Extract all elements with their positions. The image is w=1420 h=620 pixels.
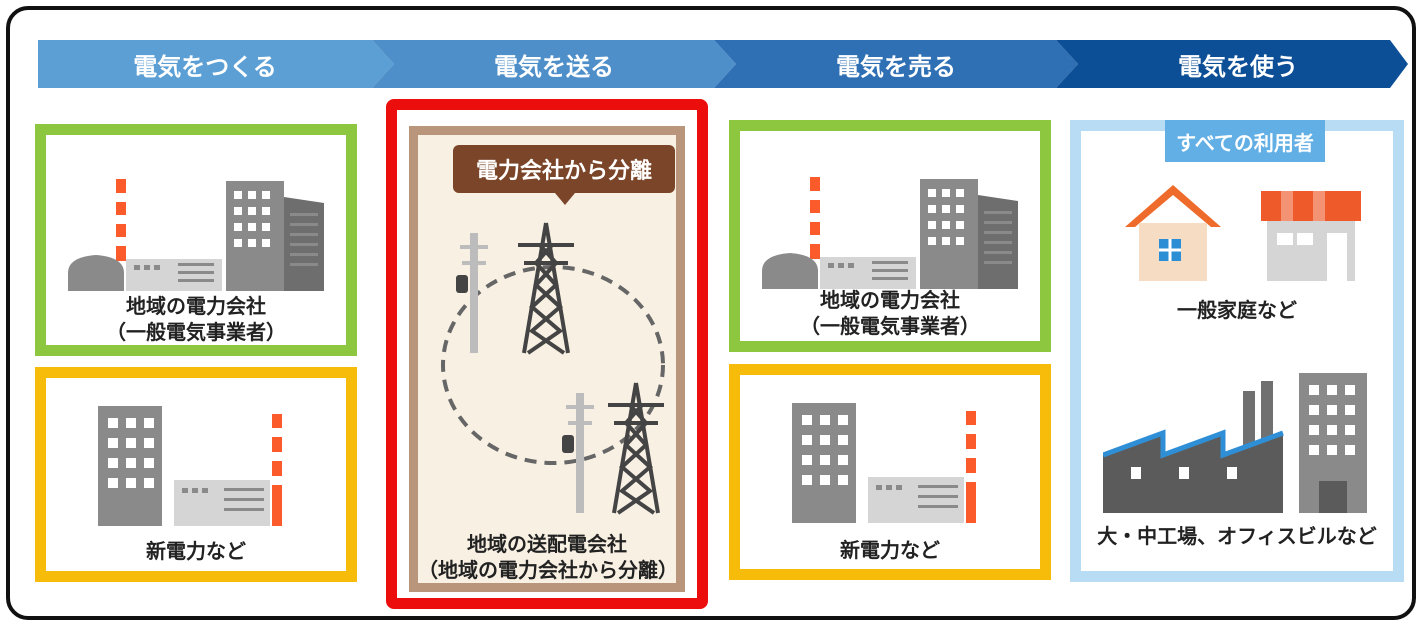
- gen-newcomer-label: 新電力など: [146, 539, 246, 563]
- gen-incumbent-panel: 地域の電力会社 （一般電気事業者）: [35, 124, 357, 356]
- retail-incumbent-panel: 地域の電力会社 （一般電気事業者）: [729, 120, 1051, 352]
- retail-incumbent-line1: 地域の電力会社: [820, 288, 960, 312]
- step-transmit: 電気を送る: [494, 52, 614, 81]
- power-plant-icon: [68, 179, 324, 291]
- step-use: 電気を使う: [1178, 52, 1298, 81]
- new-power-plant-icon: [98, 406, 282, 526]
- step-generate: 電気をつくる: [133, 52, 277, 81]
- gen-newcomer-panel: 新電力など: [35, 367, 357, 582]
- large-users-label: 大・中工場、オフィスビルなど: [1097, 524, 1377, 548]
- retail-power-plant-icon: [762, 177, 1018, 289]
- flow-arrow-shapes: [38, 40, 1408, 88]
- transmission-line2: （地域の電力会社から分離）: [418, 558, 678, 582]
- retail-incumbent-line2: （一般電気事業者）: [800, 314, 980, 338]
- retail-new-plant-icon: [792, 403, 976, 523]
- retail-newcomer-label: 新電力など: [840, 538, 940, 562]
- transmission-panel: 電力会社から分離 地域の送配電会社 （地域の電力会社から分離）: [409, 126, 685, 592]
- transmission-highlight: 電力会社から分離 地域の送配電会社 （地域の電力会社から分離）: [386, 99, 708, 609]
- household-icon: [1125, 185, 1361, 281]
- transmission-line1: 地域の送配電会社: [467, 532, 627, 556]
- separation-callout: 電力会社から分離: [453, 145, 675, 193]
- households-label: 一般家庭など: [1177, 298, 1297, 322]
- gen-incumbent-line2: （一般電気事業者）: [106, 320, 286, 344]
- transmission-icon: [441, 221, 666, 515]
- factory-office-icon: [1103, 373, 1367, 513]
- flow-arrow-bar: 電気をつくる 電気を送る 電気を売る 電気を使う: [38, 40, 1408, 88]
- retail-newcomer-panel: 新電力など: [729, 364, 1051, 580]
- callout-pointer: [555, 193, 575, 205]
- gen-incumbent-line1: 地域の電力会社: [126, 294, 266, 318]
- users-panel: すべての利用者 一般家庭など 大・中工場、オフィスビルなど: [1070, 120, 1404, 582]
- step-sell: 電気を売る: [836, 52, 956, 81]
- all-users-tag: すべての利用者: [1165, 120, 1325, 162]
